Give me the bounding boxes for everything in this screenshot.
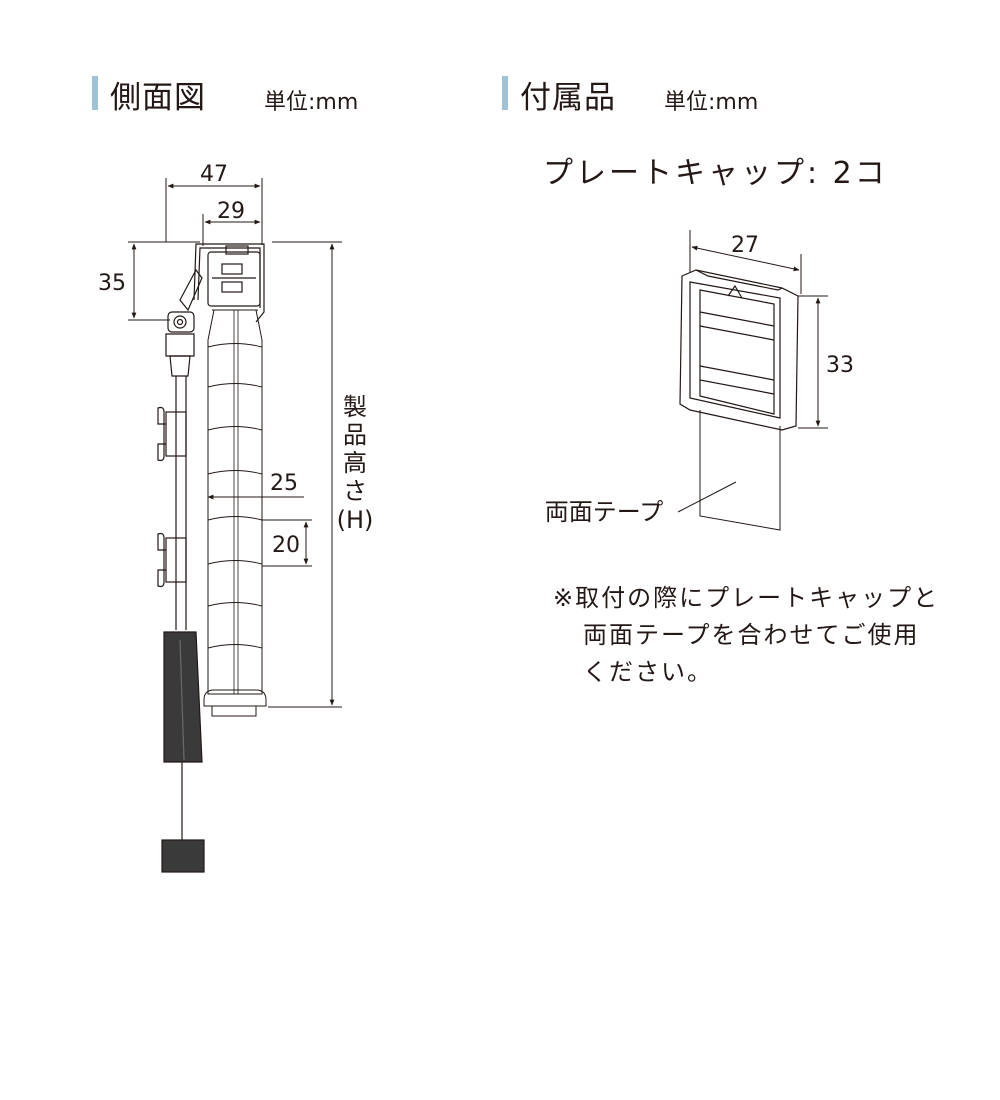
dim-label-35: 35 — [98, 271, 126, 296]
height-label-char: さ — [343, 477, 367, 505]
dim-label-20: 20 — [272, 533, 300, 558]
tape-label: 両面テープ — [545, 498, 664, 526]
height-label-char: 製 — [343, 393, 367, 421]
accessory-item-name: プレートキャップ: 2コ — [543, 156, 888, 191]
note-line: ください。 — [583, 658, 713, 686]
product-height-label: 製 品 高 さ (H) — [337, 393, 374, 534]
side-view-drawing — [128, 178, 342, 873]
dim-height-head — [128, 241, 200, 321]
dim-label-47: 47 — [200, 162, 228, 187]
dim-width-total — [165, 178, 263, 245]
heading-accent-bar — [502, 76, 508, 110]
dim-label-33: 33 — [826, 353, 854, 378]
side-view-title: 側面図 — [110, 80, 206, 116]
tilt-bracket — [165, 268, 203, 377]
dim-label-25: 25 — [270, 471, 298, 496]
accessories-unit: 単位:mm — [664, 90, 759, 115]
ladder-stack — [203, 309, 267, 717]
dim-product-height — [268, 241, 342, 708]
dim-label-27: 27 — [731, 233, 759, 258]
wand-handle — [161, 631, 205, 873]
plate-cap-drawing — [677, 230, 828, 531]
mounting-note: ※取付の際にプレートキャップと 両面テープを合わせてご使用 ください。 — [553, 580, 939, 691]
side-view-unit: 単位:mm — [264, 90, 359, 115]
note-line: 両面テープを合わせてご使用 — [583, 621, 920, 649]
dim-pitch — [262, 519, 312, 567]
dim-cap-height — [798, 295, 828, 429]
height-label-char: (H) — [337, 506, 374, 534]
heading-accent-bar — [92, 76, 98, 110]
accessories-title: 付属品 — [520, 80, 616, 116]
dim-cap-width — [689, 230, 802, 294]
note-line: ※取付の際にプレートキャップと — [553, 584, 940, 612]
height-label-char: 品 — [343, 421, 367, 449]
dim-label-29: 29 — [217, 199, 245, 224]
height-label-char: 高 — [343, 449, 367, 477]
tilt-wand — [157, 376, 187, 630]
dim-width-inner — [202, 214, 261, 246]
